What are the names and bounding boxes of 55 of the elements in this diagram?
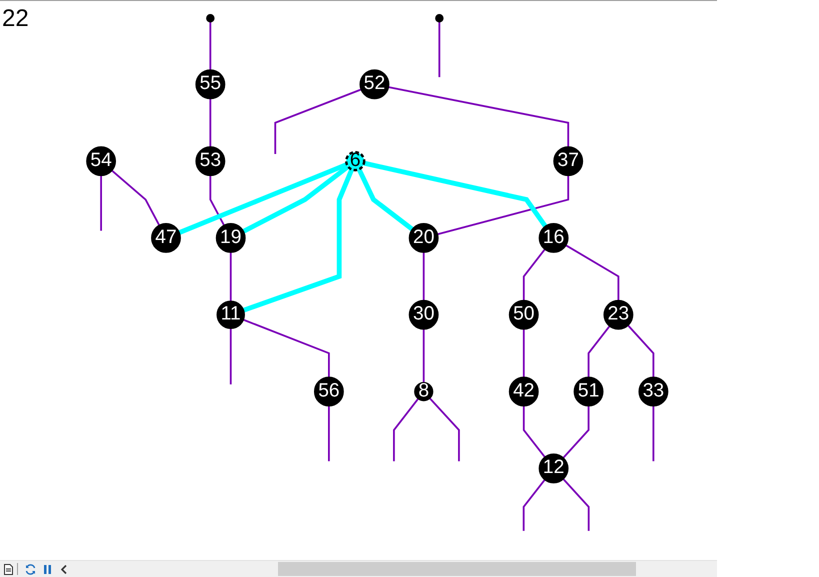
connector [392,398,419,462]
node-circle: 50 [508,300,538,330]
connector [230,252,232,302]
connector [522,329,524,378]
connector [178,162,348,235]
connector [388,86,569,147]
connector [422,252,424,300]
node-circle: 53 [195,146,226,176]
node-circle: 19 [216,223,246,253]
connector [428,398,460,462]
connector [438,22,440,78]
connector [242,168,354,313]
connector [209,98,211,147]
node-circle: 51 [573,376,604,407]
connector [522,406,546,458]
connector [242,164,350,234]
node-circle: 16 [538,223,568,253]
node-circle: 33 [638,376,668,407]
connector [363,160,548,228]
connector [356,168,414,232]
node-circle: 47 [150,223,181,253]
connector [522,248,546,300]
node-circle: 54 [86,146,116,176]
node-circle: 30 [408,300,438,330]
connector [562,406,590,458]
node-circle [206,14,214,22]
node-circle [434,14,444,22]
node-number-label: 22 [2,5,29,33]
connector [587,326,610,378]
connector [422,329,424,383]
connector [242,318,330,378]
node-circle: 55 [195,69,226,100]
node-circle: 20 [408,223,438,253]
connector [209,176,225,226]
node-circle: 12 [538,454,568,484]
connector [274,88,362,154]
connector [209,22,211,70]
node-circle: 52 [359,69,390,100]
connector [562,478,590,531]
connector [627,324,654,378]
node-circle: 6 [344,150,366,172]
node-circle: 23 [603,300,634,330]
connector [111,170,160,226]
node-circle: 11 [216,300,245,330]
node-circle: 8 [414,382,434,402]
connector [230,328,232,384]
connector [100,176,102,231]
node-circle: 56 [314,376,344,407]
connector [522,479,546,531]
connector [437,176,569,236]
connector [328,406,330,462]
node-circle: 37 [553,146,583,176]
connector [652,406,654,462]
node-circle: 42 [508,376,538,407]
connector [565,244,620,300]
